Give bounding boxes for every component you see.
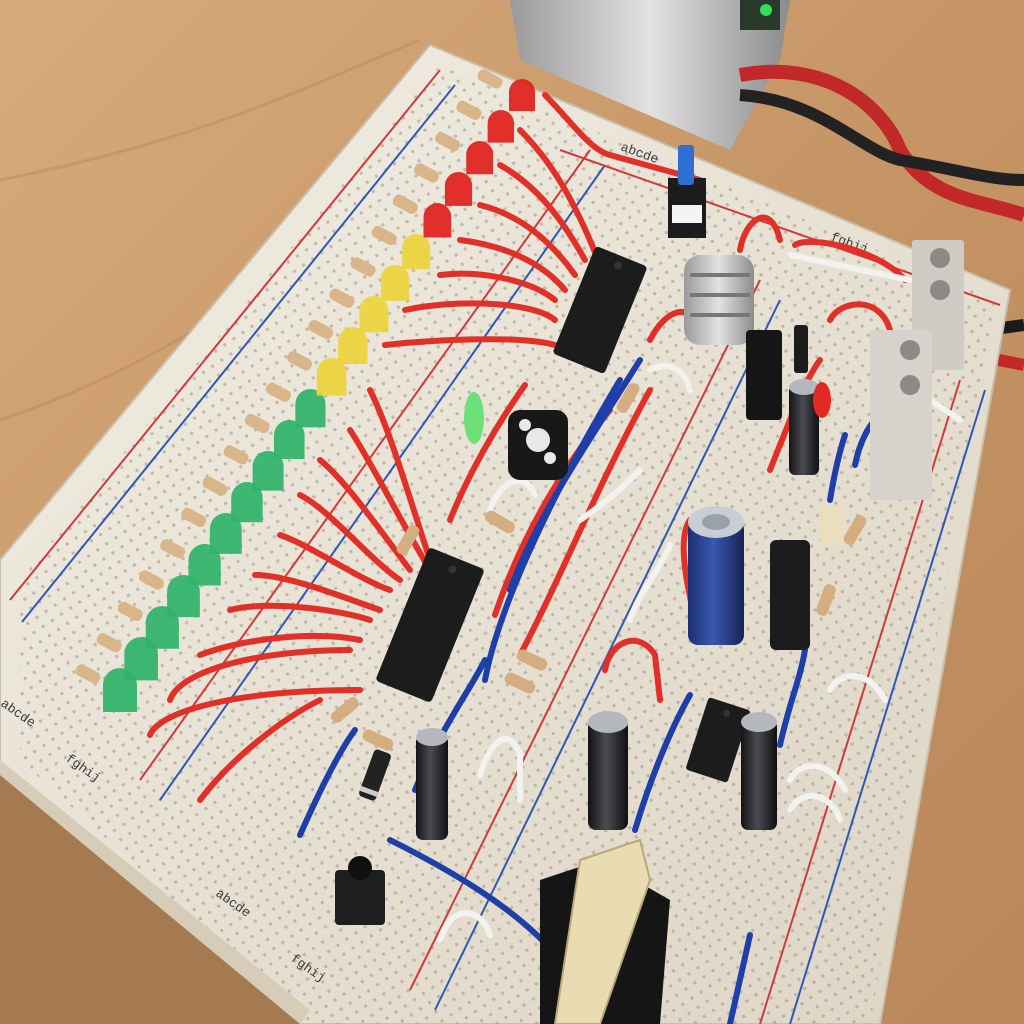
resistor [330,697,360,723]
resistor [287,351,313,371]
led-yellow [359,296,389,333]
resistor [160,539,186,559]
resistor [371,225,397,246]
led-yellow [316,358,347,396]
resistor [223,445,249,465]
resistor [413,163,440,183]
resistor [181,507,207,528]
led-red [444,172,473,206]
led-yellow [338,327,368,365]
resistor [484,510,516,534]
ceramic-capacitor [820,505,845,545]
resistor [616,382,640,414]
resistor [244,413,270,434]
tactile-pushbutton [335,856,385,925]
resistor [308,319,334,340]
resistor [396,524,420,556]
led-yellow [402,233,431,270]
electrolytic-capacitor-3 [741,712,777,830]
resistor [504,672,536,694]
potentiometer [508,410,568,480]
electrolytic-capacitor-2 [416,728,448,840]
led-green [209,513,242,554]
led-yellow [380,264,410,301]
resistor [477,69,503,89]
ic-chip-small [686,697,750,783]
ic-chip-middle [376,548,484,702]
resistor [75,664,101,684]
resistor [96,633,122,653]
resistor [202,476,228,496]
resistor [117,601,143,622]
power-supply-module [510,0,790,150]
resistor [329,288,355,308]
led-green [252,451,284,491]
resistor [362,729,394,751]
ic-chip-top [553,246,647,374]
led-green [167,575,200,618]
resistor [816,584,836,616]
screw-terminals [870,240,964,500]
slide-switch [668,145,706,238]
electrolytic-capacitor-large [688,506,744,645]
heatsink-regulator [684,255,782,420]
resistor [435,131,461,152]
white-jumper-wires [437,252,963,943]
indicator-led-red [813,382,831,418]
led-red [509,79,535,111]
diode [359,749,391,801]
led-green [231,482,263,523]
led-red [466,140,494,175]
resistor [350,257,376,277]
resistor [265,382,291,402]
transistor-black [770,540,810,650]
resistor [138,570,165,590]
resistor [392,194,418,214]
resistor [456,100,482,120]
led-green [295,389,326,428]
transformer [540,838,670,1024]
led-bar-graph [75,69,535,712]
electrolytic-capacitor-1 [588,711,628,830]
led-red [423,203,452,238]
resistor [843,514,867,546]
power-cable-black [739,89,1024,186]
power-cable-red [738,64,1024,222]
led-red [487,110,515,143]
loose-resistors [330,382,867,751]
led-green [273,420,305,459]
electrolytic-capacitor-4 [789,379,819,475]
indicator-led-green [464,392,484,444]
small-diode [794,325,808,373]
resistor [516,649,548,671]
led-green [188,544,221,586]
